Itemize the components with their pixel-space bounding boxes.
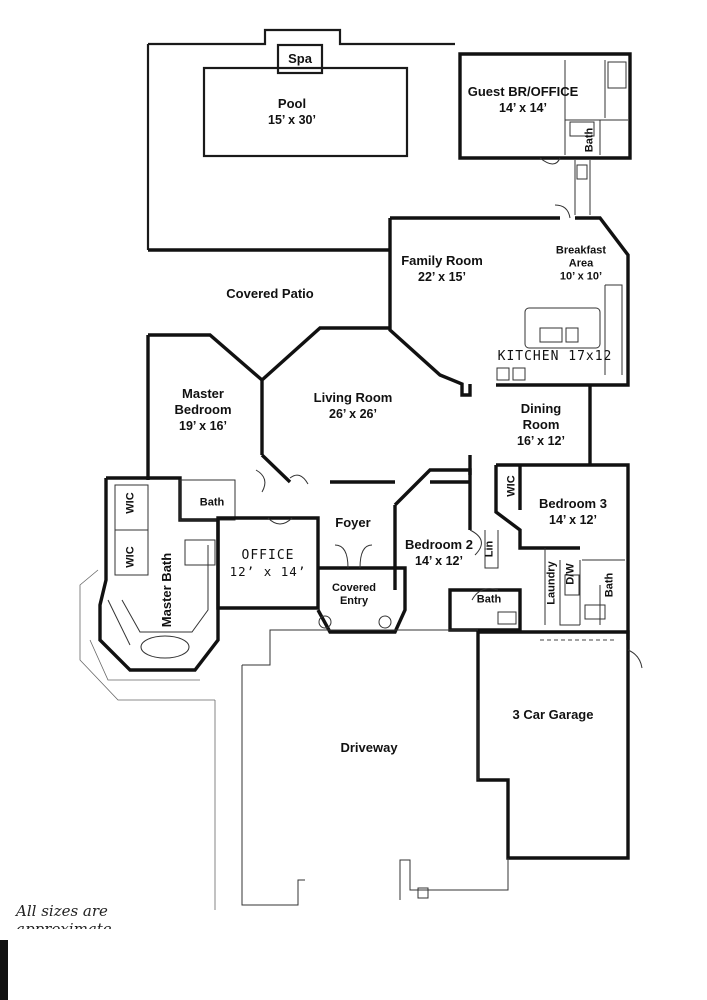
linen-label: Lin xyxy=(483,540,496,558)
guest-bath-label: Bath xyxy=(583,127,596,153)
lot-outline xyxy=(146,28,455,250)
bath3-label: Bath xyxy=(603,572,616,598)
master-bath-label: Master Bath xyxy=(159,552,174,628)
dw-label: D/W xyxy=(564,563,577,585)
garage-walls xyxy=(476,630,630,860)
driveway-outline xyxy=(241,629,509,906)
dining-bedroom3-walls xyxy=(496,385,630,640)
covered-entry-walls xyxy=(316,566,407,634)
wic-a-label: WIC xyxy=(124,492,137,514)
wic-c-label: WIC xyxy=(505,475,518,497)
family-kitchen-walls xyxy=(390,216,630,387)
office-walls xyxy=(216,516,320,610)
driveway-label: Driveway xyxy=(340,740,398,755)
master-bedroom-walls xyxy=(146,333,264,480)
scan-edge-mark xyxy=(0,940,8,1000)
bath2-label: Bath xyxy=(476,593,502,606)
spa-outline xyxy=(276,43,324,75)
approximate-sizes-note: All sizes are approximate xyxy=(16,902,112,929)
guest-suite-walls xyxy=(458,52,632,160)
master-small-bath-label: Bath xyxy=(199,496,225,509)
pool-outline xyxy=(202,66,409,158)
covered-patio-label: Covered Patio xyxy=(226,286,314,301)
laundry-label: Laundry xyxy=(545,561,558,605)
spa-label: Spa xyxy=(288,51,312,66)
foyer-label: Foyer xyxy=(335,515,371,530)
garage-label: 3 Car Garage xyxy=(512,707,594,722)
kitchen-label: KITCHEN 17x12 xyxy=(497,349,613,364)
wic-b-label: WIC xyxy=(124,546,137,568)
